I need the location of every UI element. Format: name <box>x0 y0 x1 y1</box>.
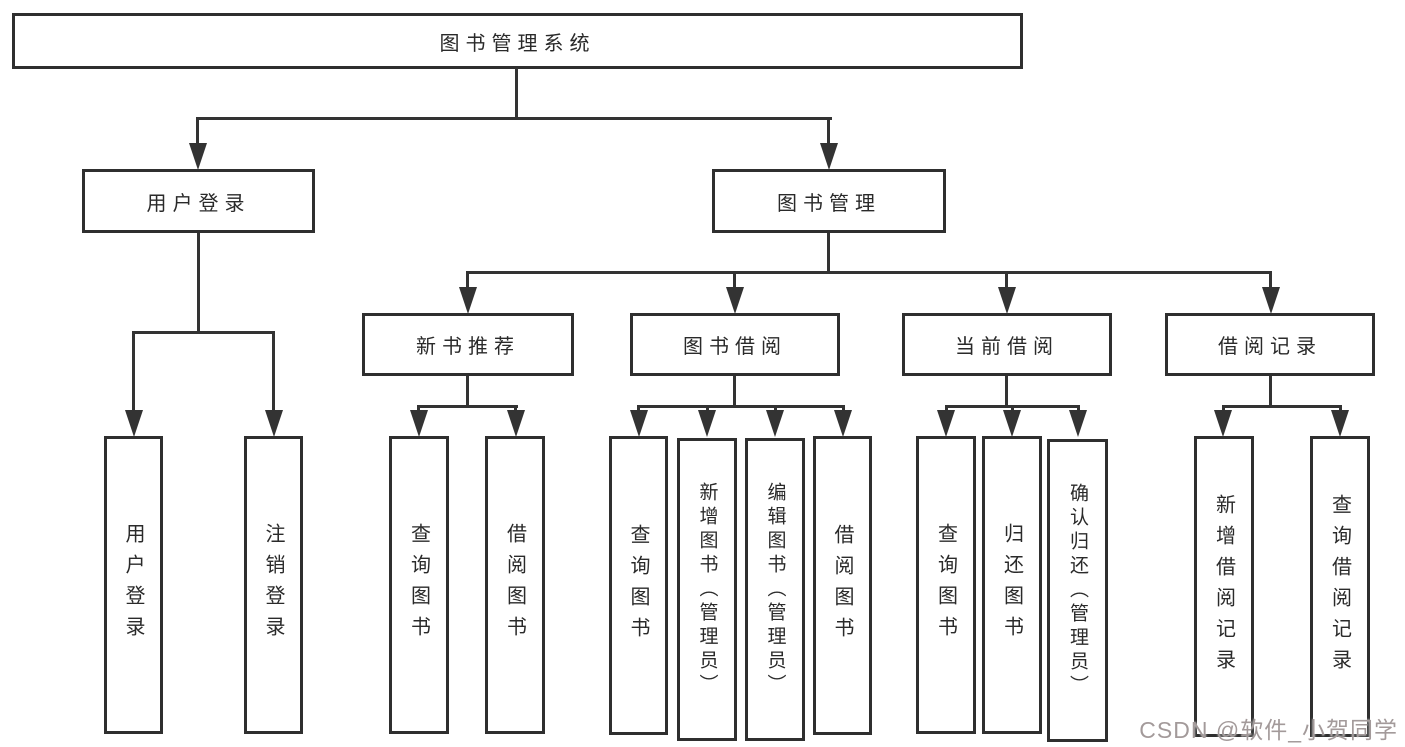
arrow-down-icon <box>265 410 283 437</box>
node-book-management: 图书管理 <box>712 169 946 233</box>
edge-root-stem <box>515 68 518 118</box>
leaf-borrow-books-recommend: 借阅图书 <box>485 436 545 734</box>
edge-book-borrow-rail <box>637 405 845 408</box>
edge-to-book-management <box>827 117 830 147</box>
arrow-down-icon <box>1214 410 1232 437</box>
arrow-down-icon <box>998 287 1016 314</box>
edge-stub <box>842 405 845 413</box>
arrow-down-icon <box>459 287 477 314</box>
edge-stub <box>1339 405 1342 413</box>
edge-stub <box>514 405 517 413</box>
edge-level2-rail <box>196 117 832 120</box>
edge-stub <box>1222 405 1225 413</box>
node-borrow-records: 借阅记录 <box>1165 313 1375 376</box>
arrow-down-icon <box>820 143 838 170</box>
leaf-return-books: 归还图书 <box>982 436 1042 734</box>
edge-to-user-login <box>196 117 199 147</box>
edge-stub <box>1077 405 1080 413</box>
leaf-query-books-recommend: 查询图书 <box>389 436 449 734</box>
edge-to-current-borrow <box>1005 271 1008 289</box>
edge-current-borrow-stem <box>1005 376 1008 408</box>
arrow-down-icon <box>189 143 207 170</box>
leaf-add-borrow-record: 新增借阅记录 <box>1194 436 1254 737</box>
arrow-down-icon <box>1262 287 1280 314</box>
arrow-down-icon <box>698 410 716 437</box>
arrow-down-icon <box>125 410 143 437</box>
node-current-borrow: 当前借阅 <box>902 313 1112 376</box>
arrow-down-icon <box>507 410 525 437</box>
leaf-add-book-admin: 新增图书（管理员） <box>677 438 737 741</box>
node-user-login: 用户登录 <box>82 169 315 233</box>
edge-stub <box>417 405 420 413</box>
edge-new-book-stem <box>466 376 469 408</box>
arrow-down-icon <box>1069 410 1087 437</box>
arrow-down-icon <box>1331 410 1349 437</box>
leaf-user-login: 用户登录 <box>104 436 163 734</box>
edge-to-book-borrow <box>733 271 736 289</box>
edge-book-management-stem <box>827 233 830 274</box>
leaf-edit-book-admin: 编辑图书（管理员） <box>745 438 805 741</box>
edge-level3-rail <box>466 271 1272 274</box>
arrow-down-icon <box>630 410 648 437</box>
node-book-borrow: 图书借阅 <box>630 313 840 376</box>
arrow-down-icon <box>834 410 852 437</box>
edge-user-login-rail <box>132 331 275 334</box>
edge-borrow-records-stem <box>1269 376 1272 408</box>
leaf-borrow-books: 借阅图书 <box>813 436 872 735</box>
arrow-down-icon <box>726 287 744 314</box>
edge-borrow-records-rail <box>1222 405 1342 408</box>
edge-to-new-book <box>466 271 469 289</box>
arrow-down-icon <box>937 410 955 437</box>
edge-stub <box>706 405 709 413</box>
leaf-logout-login: 注销登录 <box>244 436 303 734</box>
edge-user-login-stem <box>197 233 200 334</box>
csdn-watermark: CSDN @软件_小贺同学 <box>1139 717 1398 743</box>
leaf-confirm-return-admin: 确认归还（管理员） <box>1047 439 1108 742</box>
edge-to-leaf-user-login <box>132 331 135 412</box>
edge-new-book-rail <box>417 405 518 408</box>
leaf-query-books-borrow: 查询图书 <box>609 436 668 735</box>
leaf-query-borrow-record: 查询借阅记录 <box>1310 436 1370 737</box>
edge-book-borrow-stem <box>733 376 736 408</box>
leaf-query-books-current: 查询图书 <box>916 436 976 734</box>
edge-stub <box>1011 405 1014 413</box>
node-root: 图书管理系统 <box>12 13 1023 69</box>
edge-stub <box>774 405 777 413</box>
node-new-book-recommend: 新书推荐 <box>362 313 574 376</box>
edge-to-leaf-logout <box>272 331 275 412</box>
edge-stub <box>945 405 948 413</box>
arrow-down-icon <box>1003 410 1021 437</box>
arrow-down-icon <box>766 410 784 437</box>
edge-to-borrow-records <box>1269 271 1272 289</box>
arrow-down-icon <box>410 410 428 437</box>
edge-stub <box>637 405 640 413</box>
